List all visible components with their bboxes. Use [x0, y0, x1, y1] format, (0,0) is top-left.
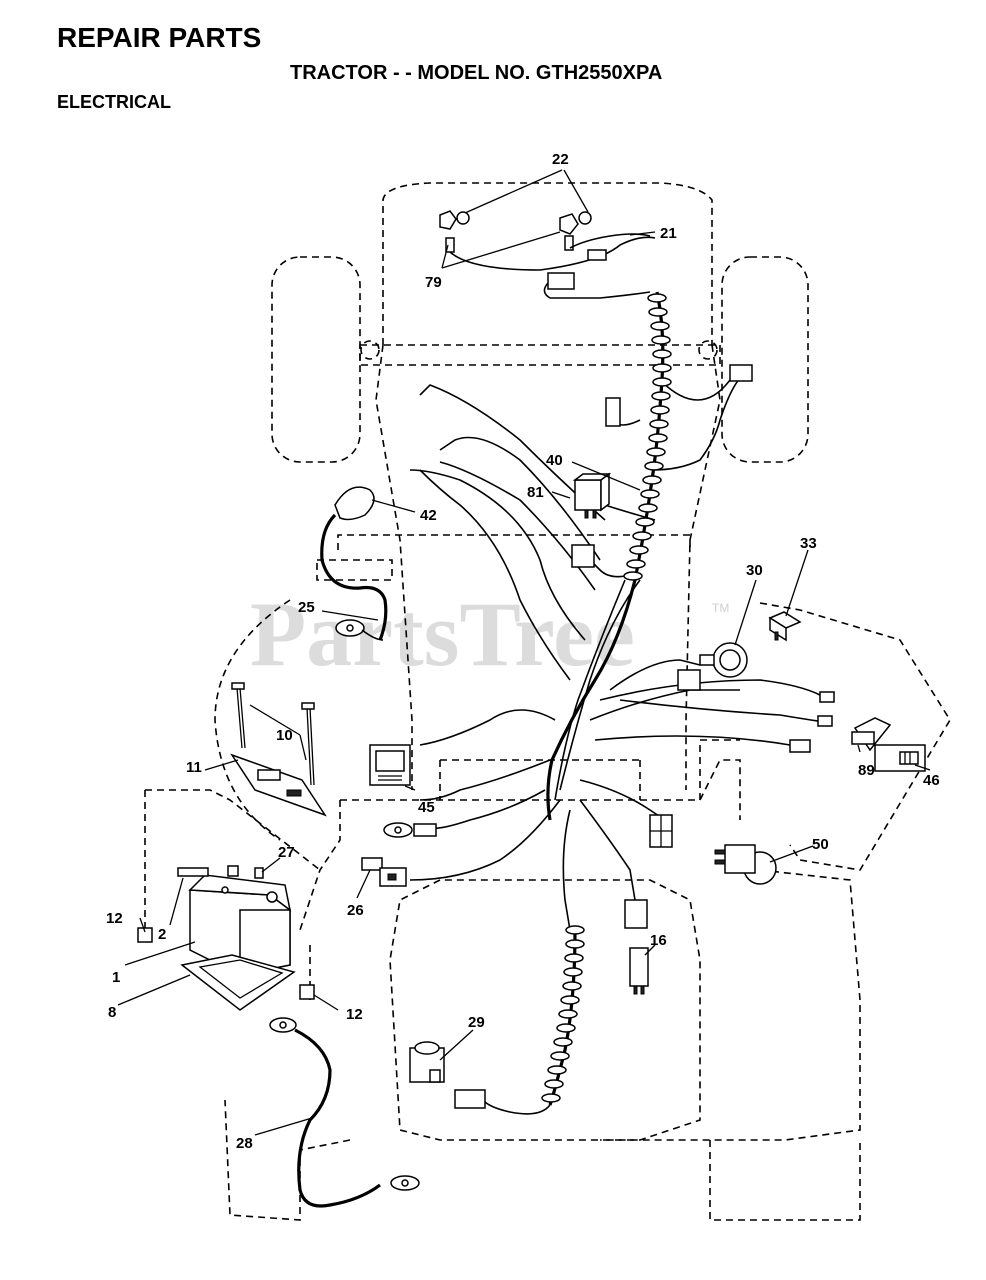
- callout-50: 50: [812, 836, 829, 853]
- callout-26: 26: [347, 902, 364, 919]
- callout-25: 25: [298, 599, 315, 616]
- callout-10: 10: [276, 727, 293, 744]
- page-title: REPAIR PARTS: [57, 22, 262, 53]
- callout-40: 40: [546, 452, 563, 469]
- harness-plug-lower[interactable]: [624, 814, 673, 929]
- callout-46: 46: [923, 772, 940, 789]
- callout-30: 30: [746, 562, 763, 579]
- callout-11: 11: [186, 759, 202, 776]
- headlight-assembly[interactable]: [439, 210, 656, 299]
- callout-29: 29: [468, 1014, 485, 1031]
- callout-leaders: [117, 169, 931, 1136]
- callout-1: 1: [112, 969, 120, 986]
- callout-22: 22: [552, 151, 569, 168]
- callout-79: 79: [425, 274, 442, 291]
- connector-16[interactable]: [629, 947, 649, 995]
- callout-21: 21: [660, 225, 677, 242]
- panel-display-46[interactable]: [874, 744, 926, 772]
- hold-down-bolts[interactable]: [231, 682, 315, 786]
- pto-switch[interactable]: [714, 844, 777, 885]
- relay[interactable]: [572, 472, 612, 519]
- switch-33[interactable]: [768, 611, 802, 642]
- lower-harness-coil[interactable]: [454, 925, 585, 1115]
- watermark-text: PartsTree: [250, 583, 635, 685]
- callout-12-left: 12: [106, 910, 123, 927]
- battery-hold-down-bracket[interactable]: [230, 753, 327, 817]
- callout-2: 2: [158, 926, 166, 943]
- callout-81: 81: [527, 484, 544, 501]
- starter-cable-boot[interactable]: [320, 486, 388, 641]
- ground-wire[interactable]: [383, 822, 437, 838]
- harness-connector-mid[interactable]: [571, 364, 753, 568]
- section-heading: ELECTRICAL: [57, 92, 171, 112]
- tractor-outline: [144, 182, 951, 1221]
- cable-ring-terminal[interactable]: [335, 619, 384, 641]
- harness-coil-upper: [623, 293, 672, 581]
- main-wire-harness[interactable]: [409, 291, 826, 931]
- callout-89: 89: [858, 762, 875, 779]
- callout-28: 28: [236, 1135, 253, 1152]
- ignition-switch[interactable]: [699, 642, 748, 678]
- callout-27: 27: [278, 844, 295, 861]
- battery-tray[interactable]: [180, 954, 296, 1011]
- battery-terminal-hardware[interactable]: [177, 865, 264, 879]
- hex-nut-left[interactable]: [137, 927, 153, 943]
- fuse[interactable]: [361, 857, 407, 887]
- callout-42: 42: [420, 507, 437, 524]
- callout-labels: 22 21 79 40 81 42 25 10 11 30 33 45 89 4…: [106, 151, 940, 1152]
- callout-33: 33: [800, 535, 817, 552]
- model-subtitle: TRACTOR - - MODEL NO. GTH2550XPA: [290, 62, 663, 84]
- hour-meter[interactable]: [369, 744, 411, 786]
- harness-connector-right[interactable]: [677, 669, 835, 753]
- callout-12-right: 12: [346, 1006, 363, 1023]
- battery[interactable]: [188, 874, 292, 976]
- hex-nut-right[interactable]: [299, 984, 315, 1000]
- callout-8: 8: [108, 1004, 116, 1021]
- seat-switch[interactable]: [409, 1041, 445, 1083]
- callout-45: 45: [418, 799, 435, 816]
- watermark-trademark: TM: [712, 601, 729, 615]
- callout-16: 16: [650, 932, 667, 949]
- mounting-bracket-89[interactable]: [851, 717, 892, 752]
- battery-cable[interactable]: [269, 1017, 420, 1208]
